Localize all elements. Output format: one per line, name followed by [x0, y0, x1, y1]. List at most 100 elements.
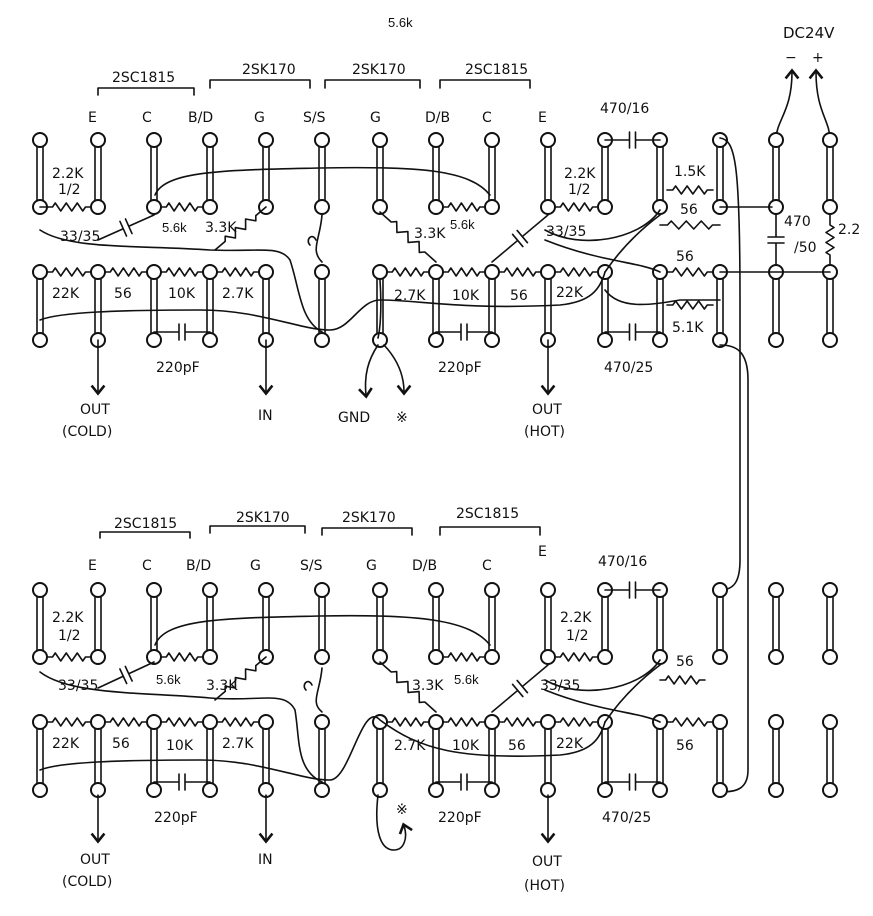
resistor [442, 202, 486, 212]
bottom-channel: 2SC1815 2SK170 2SK170 2SC1815 E C B/D G … [32, 506, 838, 894]
strip [146, 264, 162, 348]
strip [314, 714, 330, 798]
capacitor [97, 661, 155, 689]
resistor [442, 267, 486, 277]
capacitor [435, 773, 493, 791]
resistor [554, 202, 599, 212]
wire [39, 271, 606, 331]
resistor [554, 717, 599, 727]
cap-label: 470/16 [598, 554, 647, 570]
pin-label: C [482, 558, 492, 574]
res-label: 2.2K [564, 166, 596, 182]
pad [428, 332, 444, 348]
pad [712, 332, 728, 348]
pin-label: D/B [425, 110, 450, 126]
pad [712, 582, 728, 598]
pad [484, 332, 500, 348]
pad [202, 132, 218, 148]
pin-label: B/D [186, 558, 211, 574]
wire [544, 689, 661, 723]
out-hot-label: OUT [532, 402, 562, 418]
strip [314, 264, 330, 348]
strip [597, 264, 613, 348]
pad [202, 582, 218, 598]
resistor [104, 267, 148, 277]
wire [544, 209, 661, 242]
pad [540, 264, 556, 280]
res-label: 2.2 [838, 222, 860, 238]
cap-label: 470 [784, 214, 811, 230]
res-label: 3.3K [206, 678, 238, 694]
minus-sign: − [785, 50, 797, 66]
strip [32, 132, 48, 215]
strip [712, 132, 728, 215]
res-label: 2.7K [394, 288, 426, 304]
strip [32, 582, 48, 665]
wire [377, 279, 382, 339]
resistor [498, 267, 542, 277]
plus-sign: + [812, 50, 824, 66]
pad [712, 132, 728, 148]
strip [146, 582, 162, 665]
strip [768, 132, 784, 215]
pad [146, 582, 162, 598]
pad [314, 332, 330, 348]
res-sub: 1/2 [566, 628, 589, 644]
capacitor [604, 773, 661, 791]
out-hot-label: OUT [532, 854, 562, 870]
resistor [216, 717, 260, 727]
jumper-c-c [154, 166, 491, 196]
cap-label: 220pF [438, 360, 482, 376]
resistor [386, 267, 430, 277]
strip [258, 714, 274, 798]
pad [372, 132, 388, 148]
pad [90, 264, 106, 280]
res-label: 2.7K [222, 286, 254, 302]
res-label: 2.7K [222, 736, 254, 752]
resistor [666, 300, 714, 310]
resistor [216, 267, 260, 277]
wire [39, 716, 606, 781]
gnd-label: GND [338, 410, 370, 426]
strip [146, 714, 162, 798]
pad [314, 264, 330, 280]
gnd-arrow [358, 344, 379, 399]
cap-label: 220pF [154, 810, 198, 826]
pad [428, 199, 444, 215]
pad [146, 199, 162, 215]
pad [712, 782, 728, 798]
strip [712, 264, 728, 348]
cap-label: 33/35 [546, 224, 586, 240]
pin-label: G [366, 558, 377, 574]
res-label: 5.6k [162, 220, 187, 235]
pad [822, 332, 838, 348]
pad [372, 332, 388, 348]
pad [32, 332, 48, 348]
cap-label: 220pF [156, 360, 200, 376]
cap-label: 220pF [438, 810, 482, 826]
resistor [160, 652, 204, 662]
strip [314, 132, 330, 215]
pad [314, 782, 330, 798]
resistor [442, 652, 486, 662]
pin-label: S/S [303, 110, 326, 126]
res-label: 2.7K [394, 738, 426, 754]
res-label: 10K [452, 738, 480, 754]
resistor [666, 717, 714, 727]
pad [712, 714, 728, 730]
resistor [46, 652, 92, 662]
strip [652, 264, 668, 348]
wire [544, 239, 661, 273]
pad [428, 782, 444, 798]
pad [597, 782, 613, 798]
pad [597, 332, 613, 348]
pad [822, 132, 838, 148]
pad [314, 714, 330, 730]
minus-lead [775, 68, 800, 141]
res-label: 3.3K [414, 226, 446, 242]
pad [258, 582, 274, 598]
capacitor [604, 581, 661, 599]
pad [822, 782, 838, 798]
pad [146, 782, 162, 798]
